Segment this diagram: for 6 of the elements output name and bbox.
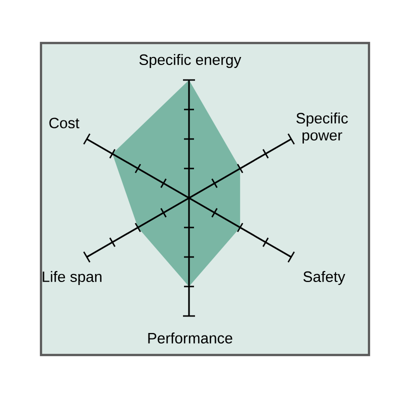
axis-label: Performance	[148, 332, 232, 344]
axis-label: Life span	[42, 271, 102, 285]
axis-label: Safety	[303, 271, 346, 285]
axis-label: Cost	[49, 118, 80, 128]
axis-label: Specific energy	[139, 54, 242, 68]
axis-label: Specific power	[296, 112, 348, 144]
